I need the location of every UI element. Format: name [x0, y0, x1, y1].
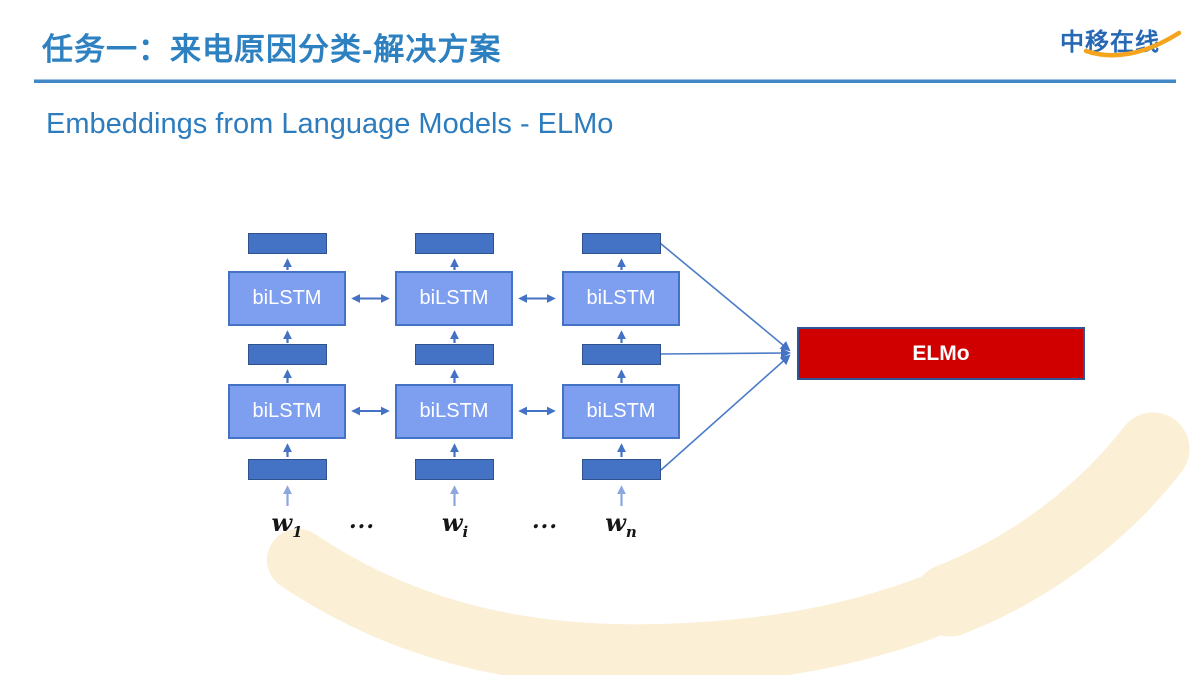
hidden-state-bar: [582, 344, 661, 365]
elmo-label: ELMo: [912, 341, 970, 365]
bilstm-box: biLSTM: [562, 271, 680, 326]
bilstm-label: biLSTM: [419, 400, 489, 422]
bilstm-label: biLSTM: [586, 400, 656, 422]
token-label-wn: wn: [605, 508, 637, 541]
bilstm-box: biLSTM: [228, 271, 346, 326]
hidden-state-bar: [415, 344, 494, 365]
bilstm-label: biLSTM: [252, 287, 322, 309]
bilstm-label: biLSTM: [252, 400, 322, 422]
bilstm-label: biLSTM: [586, 287, 656, 309]
token-label-w1: w1: [271, 508, 303, 541]
hidden-state-bar: [415, 233, 494, 254]
company-logo: 中移在线: [1056, 20, 1188, 64]
hidden-state-bar: [248, 233, 327, 254]
bilstm-box: biLSTM: [395, 271, 513, 326]
section-subtitle: Embeddings from Language Models - ELMo: [46, 108, 614, 140]
hidden-state-bar: [248, 344, 327, 365]
hidden-state-bar: [582, 233, 661, 254]
page-title: 任务一：来电原因分类-解决方案: [42, 32, 502, 67]
input-embedding-bar: [248, 459, 327, 480]
input-embedding-bar: [582, 459, 661, 480]
title-underline: [34, 79, 1176, 83]
bilstm-label: biLSTM: [419, 287, 489, 309]
input-embedding-bar: [415, 459, 494, 480]
token-label-wi: wi: [441, 508, 469, 541]
bilstm-box: biLSTM: [395, 384, 513, 439]
token-ellipsis: ...: [532, 508, 558, 534]
elmo-box: ELMo: [797, 327, 1085, 380]
bilstm-box: biLSTM: [562, 384, 680, 439]
logo-swoosh-icon: [1083, 30, 1182, 58]
bilstm-box: biLSTM: [228, 384, 346, 439]
token-ellipsis: ...: [349, 508, 375, 534]
